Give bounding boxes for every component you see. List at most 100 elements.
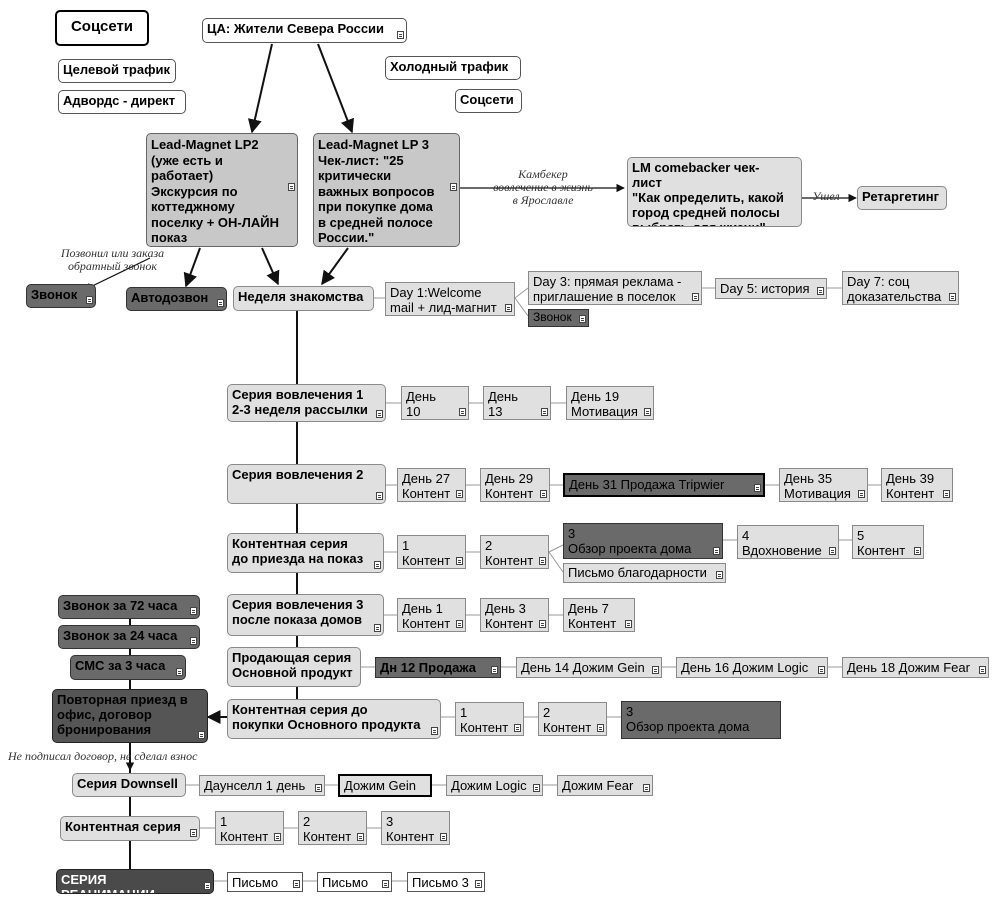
d27-label: День 27 Контент — [402, 471, 451, 501]
socials-node[interactable]: Соцсети — [455, 89, 522, 113]
series1-node[interactable]: Серия вовлечения 1 2-3 неделя рассылки — [227, 384, 386, 422]
s3d3-node[interactable]: День 3 Контент — [480, 598, 549, 632]
d39-label: День 39 Контент — [886, 471, 935, 501]
call24-node[interactable]: Звонок за 24 часа — [58, 625, 200, 649]
p3-node[interactable]: 3 Обзор проекта дома — [621, 701, 781, 739]
note-icon — [491, 666, 498, 674]
s3d7-label: День 7 Контент — [568, 601, 617, 631]
edge-label-called: Позвонил или заказа обратный звонок — [60, 246, 165, 273]
letter3-label: Письмо 3 — [412, 875, 469, 890]
c1-node[interactable]: 1 Контент — [397, 535, 466, 569]
d39-node[interactable]: День 39 Контент — [881, 468, 953, 502]
edge-audience-lp3 — [317, 43, 354, 134]
cs1-node[interactable]: 1 Контент — [215, 811, 284, 845]
note-icon — [198, 731, 205, 739]
c4-label: 4 Вдохновение — [742, 528, 822, 558]
content-before-buy-node[interactable]: Контентная серия до покупки Основного пр… — [227, 699, 441, 739]
ds-fear-node[interactable]: Дожим Fear — [557, 775, 653, 796]
sms3-node[interactable]: СМС за 3 часа — [70, 655, 186, 680]
d14-node[interactable]: День 14 Дожим Gein — [516, 657, 662, 678]
d16-node[interactable]: День 16 Дожим Logic — [676, 657, 828, 678]
thanks-node[interactable]: Письмо благодарности — [563, 563, 726, 583]
series2-node[interactable]: Серия вовлечения 2 — [227, 464, 386, 504]
call-small-node[interactable]: Звонок — [528, 309, 589, 327]
s3d7-node[interactable]: День 7 Контент — [563, 598, 635, 632]
target-traffic-node[interactable]: Целевой трафик — [58, 59, 176, 83]
cs2-label: 2 Контент — [303, 814, 352, 844]
repeat-visit-node[interactable]: Повторная приезд в офис, договор брониро… — [52, 689, 208, 743]
d35-node[interactable]: День 35 Мотивация — [779, 468, 868, 502]
audience-node[interactable]: ЦА: Жители Севера России — [202, 18, 407, 43]
letter1-label: Письмо 1 — [232, 875, 279, 891]
note-icon — [431, 727, 438, 735]
content-before-buy-label: Контентная серия до покупки Основного пр… — [232, 702, 421, 732]
call-node[interactable]: Звонок — [26, 284, 96, 308]
letter2-node[interactable]: Письмо 2 — [317, 872, 392, 892]
downsell-node[interactable]: Серия Downsell — [72, 773, 186, 797]
note-icon — [204, 882, 211, 890]
note-icon — [274, 833, 281, 841]
d13-node[interactable]: День 13 Контент — [483, 386, 551, 420]
retargeting-node[interactable]: Ретаргетинг — [857, 186, 947, 210]
ds-logic-node[interactable]: Дожим Logic — [446, 775, 543, 796]
d13-label: День 13 Контент — [488, 389, 518, 419]
title-node[interactable]: Соцсети — [55, 10, 149, 46]
ds-gein-node[interactable]: Дожим Gein — [338, 774, 432, 797]
p2-node[interactable]: 2 Контент — [538, 702, 607, 736]
d12-sale-node[interactable]: Дн 12 Продажа — [375, 657, 501, 678]
adwords-node[interactable]: Адвордс - директ — [58, 90, 186, 114]
d14-label: День 14 Дожим Gein — [521, 660, 645, 675]
selling-series-node[interactable]: Продающая серия Основной продукт — [227, 647, 361, 687]
note-icon — [858, 490, 865, 498]
day3-node[interactable]: Day 3: прямая реклама - приглашение в по… — [528, 271, 702, 305]
note-icon — [374, 561, 381, 569]
note-icon — [397, 31, 404, 39]
note-icon — [643, 784, 650, 792]
note-icon — [692, 293, 699, 301]
letter1-node[interactable]: Письмо 1 — [227, 872, 303, 892]
autodial-node[interactable]: Автодозвон — [126, 287, 227, 311]
letter3-node[interactable]: Письмо 3 — [407, 872, 485, 892]
note-icon — [505, 304, 512, 312]
note-icon — [514, 724, 521, 732]
c3-node[interactable]: 3 Обзор проекта дома — [563, 523, 723, 559]
ds-logic-label: Дожим Logic — [451, 778, 527, 793]
lead-magnet-lp3[interactable]: Lead-Magnet LP 3 Чек-лист: "25 критическ… — [313, 133, 460, 247]
cs3-node[interactable]: 3 Контент — [381, 811, 450, 845]
lead-magnet-lp2[interactable]: Lead-Magnet LP2 (уже есть и работает) Эк… — [146, 133, 298, 247]
d31-node[interactable]: День 31 Продажа Tripwier — [563, 473, 765, 497]
comebacker-node[interactable]: LM comebacker чек-лист "Как определить, … — [627, 157, 802, 227]
note-icon — [914, 547, 921, 555]
c4-node[interactable]: 4 Вдохновение — [737, 525, 839, 559]
c2-node[interactable]: 2 Контент — [480, 535, 549, 569]
p1-label: 1 Контент — [460, 705, 509, 735]
content-series-node[interactable]: Контентная серия — [60, 816, 200, 841]
day1-node[interactable]: Day 1:Welcome mail + лид-магнит — [385, 282, 515, 316]
intro-week-node[interactable]: Неделя знакомства — [233, 286, 374, 311]
call72-node[interactable]: Звонок за 72 часа — [58, 595, 200, 619]
p1-node[interactable]: 1 Контент — [455, 702, 524, 736]
reanimation-node[interactable]: СЕРИЯ РЕАНИМАЦИИ — [56, 869, 214, 894]
d10-node[interactable]: День 10 Контент — [401, 386, 469, 420]
d27-node[interactable]: День 27 Контент — [397, 468, 466, 502]
note-icon — [376, 410, 383, 418]
note-icon — [190, 637, 197, 645]
note-icon — [579, 315, 586, 323]
day5-node[interactable]: Day 5: история — [715, 278, 827, 299]
d29-node[interactable]: День 29 Контент — [480, 468, 550, 502]
ds1-node[interactable]: Даунселл 1 день — [199, 775, 325, 796]
day7-label: Day 7: соц доказательства — [847, 274, 942, 304]
note-icon — [293, 880, 300, 888]
cold-traffic-node[interactable]: Холодный трафик — [385, 56, 521, 80]
series3-node[interactable]: Серия вовлечения 3 после показа домов — [227, 594, 384, 636]
day7-node[interactable]: Day 7: соц доказательства — [842, 271, 959, 305]
cs2-node[interactable]: 2 Контент — [298, 811, 367, 845]
note-icon — [456, 620, 463, 628]
s3d1-node[interactable]: День 1 Контент — [397, 598, 466, 632]
c5-node[interactable]: 5 Контент — [852, 525, 924, 559]
d19-node[interactable]: День 19 Мотивация — [566, 386, 654, 420]
call72-label: Звонок за 72 часа — [63, 598, 178, 613]
d18-node[interactable]: День 18 Дожим Fear — [842, 657, 989, 678]
content-before-visit-node[interactable]: Контентная серия до приезда на показ — [227, 533, 384, 573]
sms3-label: СМС за 3 часа — [75, 658, 166, 673]
